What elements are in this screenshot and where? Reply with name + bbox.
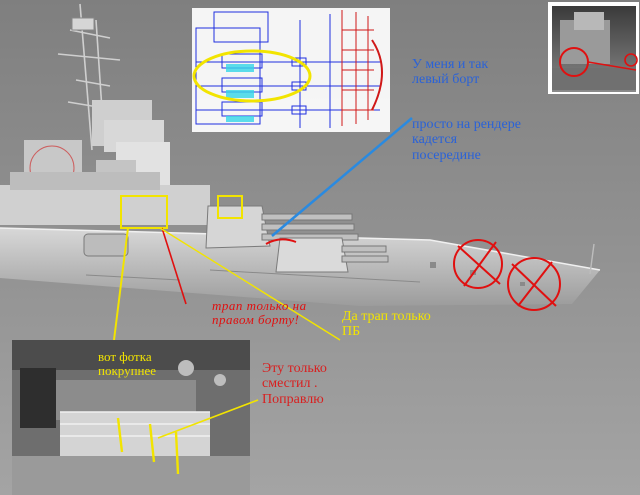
annotation-moved-fix: Эту только сместил . Поправлю [262, 361, 327, 407]
yellow-ellipse-highlight [192, 49, 312, 103]
ship-render [0, 3, 601, 306]
yellow-box-small [217, 195, 243, 219]
annotation-ladder-pb: Да трап только ПБ [342, 309, 431, 340]
annotation-left-side: У меня и так левый борт [412, 57, 489, 88]
ladder-mark [265, 238, 297, 245]
inset-photo-top-right [548, 2, 639, 94]
blueprint-overlay [192, 8, 390, 132]
yellow-leader-line-left [113, 227, 129, 341]
annotation-render-middle: просто на рендере кадется посередине [412, 117, 521, 163]
blue-leader-line [271, 117, 413, 237]
red-leader-line [161, 227, 187, 305]
annotation-ladder-starboard: трап только на правом борту! [212, 298, 307, 328]
crossed-circle-marks [453, 239, 561, 311]
yellow-leader-line-right [159, 227, 341, 341]
inset-photo-bottom-left [12, 340, 259, 495]
annotation-closer-photo: вот фотка покрупнее [98, 349, 157, 379]
yellow-box-ladder [120, 195, 168, 229]
